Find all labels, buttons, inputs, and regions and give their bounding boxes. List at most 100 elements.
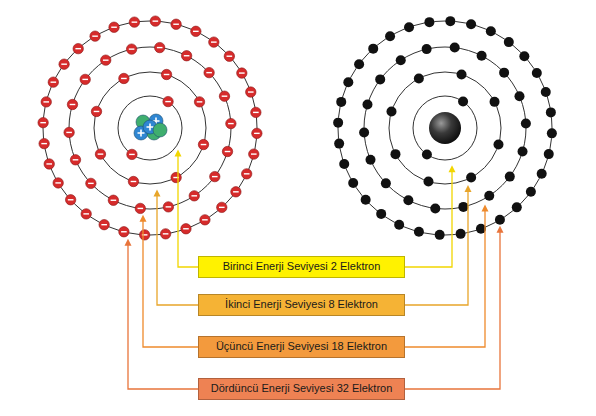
electron [343,77,353,87]
electron [368,44,378,54]
electron-minus [228,123,234,124]
electron-shell [94,72,206,184]
electron [526,187,536,197]
proton-plus [138,130,145,137]
electron-minus [184,55,190,56]
electron [160,229,170,239]
electron [414,227,424,237]
electron-minus [46,163,52,164]
electron [189,191,199,201]
electron [252,128,262,138]
electron-minus [202,219,208,220]
electron [139,230,149,240]
electron-minus [248,91,254,92]
electron [119,73,129,83]
electron [181,51,191,61]
arrow-head [482,204,489,211]
electron [108,195,118,205]
electron [499,68,509,78]
electron [430,203,440,213]
electron [486,26,496,36]
electron-minus [66,132,72,133]
electron [423,176,433,186]
electron-minus [163,233,169,234]
electron [544,149,554,159]
electron [171,172,181,182]
electron [101,55,111,65]
electron [200,215,210,225]
level-label: İkinci Enerji Seviyesi 8 Elektron [225,298,378,311]
electron [354,59,364,69]
electron [385,31,395,41]
electron [537,169,547,179]
electron-minus [219,207,225,208]
electron [466,173,476,183]
electron [334,139,344,149]
electron [249,149,259,159]
leader-line [128,244,198,389]
electron [194,97,204,107]
electron [191,26,201,36]
electron-shell [364,47,526,209]
electron-minus [83,213,89,214]
electron [514,91,524,101]
black-atom [333,16,557,240]
electron [361,195,371,205]
label-box: Dördüncü Enerji Seviyesi 32 Elektron [198,378,405,400]
electron-shell [413,96,477,160]
electron [435,230,445,240]
proton-plus [147,124,154,131]
electron [204,67,214,77]
electron [163,96,173,106]
electron-minus [206,72,212,73]
electron [404,22,414,32]
electron [80,74,90,84]
electron [53,178,63,188]
electron [73,43,83,53]
electron [70,155,80,165]
electron [512,202,522,212]
arrow-head [125,239,132,246]
electron-minus [197,101,203,102]
label-box: Birinci Enerji Seviyesi 2 Elektron [198,256,405,278]
electron [129,17,139,27]
electron [547,128,557,138]
electron-minus [121,231,127,232]
electron-minus [212,176,218,177]
leader-line [178,154,198,267]
electron [490,97,500,107]
electron [532,68,542,78]
leader-line [405,190,468,305]
electron-minus [183,228,189,229]
electron [484,191,494,201]
electron [91,106,101,116]
electron [59,59,69,69]
electron [366,155,376,165]
electron [86,178,96,188]
electron [505,172,515,182]
electron [424,17,434,27]
electron [99,219,109,229]
electron [458,202,468,212]
electron-shell [118,96,182,160]
electron [348,178,358,188]
electron-minus [121,78,127,79]
electron [109,22,119,32]
electron-minus [132,21,138,22]
electron [226,118,236,128]
electron [519,51,529,61]
leader-line [157,195,198,305]
electron-minus [129,154,135,155]
electron [333,118,343,128]
electron [38,117,48,127]
electron-minus [244,173,250,174]
arrow-head [497,226,504,233]
electron [219,91,229,101]
electron [171,19,181,29]
electron-minus [173,24,179,25]
arrow-head [465,185,472,192]
electron-minus [94,111,100,112]
electron [422,44,432,54]
electron [154,42,164,52]
electron-minus [253,112,259,113]
